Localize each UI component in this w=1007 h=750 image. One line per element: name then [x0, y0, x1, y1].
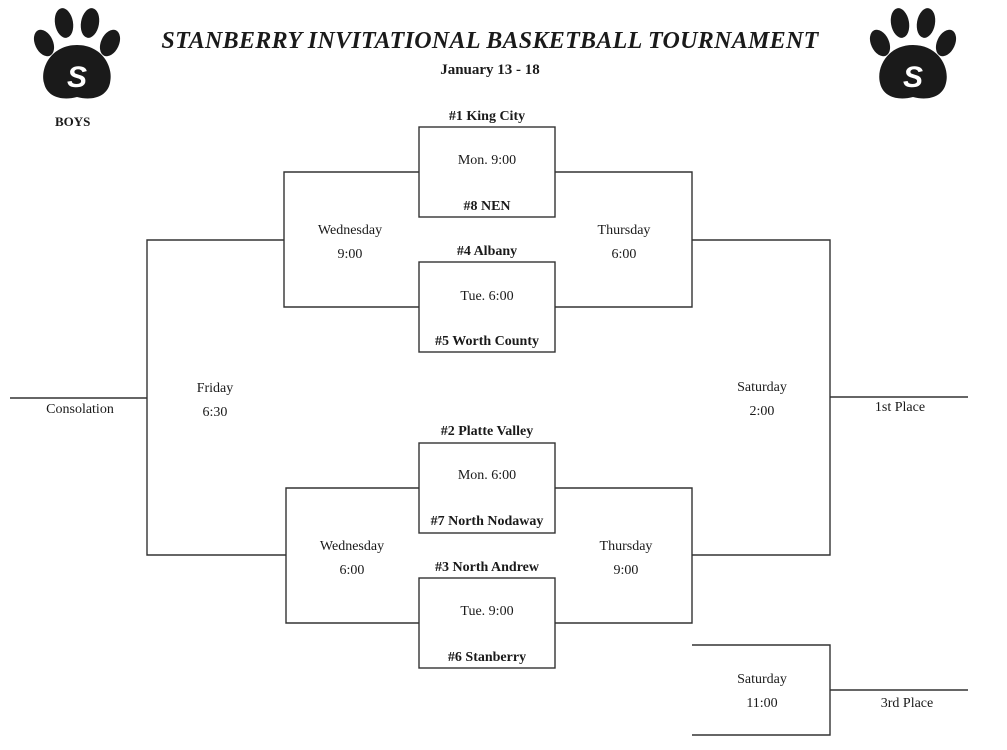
team-nen: #8 NEN: [463, 199, 511, 214]
paw-logo-left-letter: S: [67, 61, 87, 94]
consolation-semi-bottom-label: Wednesday 6:00: [302, 535, 402, 583]
division-label: BOYS: [55, 114, 91, 129]
paw-logo-right-icon: S: [869, 8, 957, 99]
tournament-title: STANBERRY INVITATIONAL BASKETBALL TOURNA…: [161, 28, 819, 54]
consolation-semi-top-day: Wednesday: [317, 223, 383, 238]
team-north-nodaway: #7 North Nodaway: [430, 514, 544, 529]
consolation-final-time: 6:30: [202, 405, 228, 420]
consolation-semi-bottom-day: Wednesday: [319, 539, 385, 554]
team-stanberry: #6 Stanberry: [447, 650, 527, 665]
team-albany: #4 Albany: [456, 244, 518, 259]
team-north-andrew: #3 North Andrew: [435, 560, 539, 575]
consolation-result: Consolation: [46, 402, 114, 417]
consolation-semi-top-time: 9:00: [337, 247, 363, 262]
third-place-result: 3rd Place: [880, 696, 934, 711]
third-place-label: Saturday 11:00: [712, 668, 812, 716]
winner-semi-top-label: Thursday 6:00: [574, 219, 674, 267]
championship-time: 2:00: [749, 404, 775, 419]
winner-semi-top-time: 6:00: [611, 247, 637, 262]
third-place-day: Saturday: [737, 672, 787, 687]
team-worth-county: #5 Worth County: [435, 334, 539, 349]
winner-semi-bottom-time: 9:00: [613, 563, 639, 578]
first-place-result: 1st Place: [874, 400, 926, 415]
consolation-final-day: Friday: [196, 381, 234, 396]
paw-logo-left-icon: S: [33, 8, 121, 99]
game-2-time: Tue. 6:00: [460, 289, 514, 304]
third-place-time: 11:00: [746, 696, 778, 711]
consolation-semi-top-label: Wednesday 9:00: [300, 219, 400, 267]
tournament-dates: January 13 - 18: [440, 62, 540, 78]
game-3-time: Mon. 6:00: [457, 468, 517, 483]
winner-semi-bottom-day: Thursday: [599, 539, 653, 554]
winner-semi-bottom-label: Thursday 9:00: [576, 535, 676, 583]
team-king-city: #1 King City: [448, 109, 526, 124]
championship-label: Saturday 2:00: [712, 376, 812, 424]
game-4-time: Tue. 9:00: [460, 604, 514, 619]
game-1-time: Mon. 9:00: [457, 153, 517, 168]
winner-semi-top-day: Thursday: [597, 223, 651, 238]
team-platte-valley: #2 Platte Valley: [440, 424, 534, 439]
paw-logo-right-letter: S: [903, 61, 923, 94]
championship-day: Saturday: [737, 380, 787, 395]
consolation-final-label: Friday 6:30: [165, 377, 265, 425]
consolation-semi-bottom-time: 6:00: [339, 563, 365, 578]
